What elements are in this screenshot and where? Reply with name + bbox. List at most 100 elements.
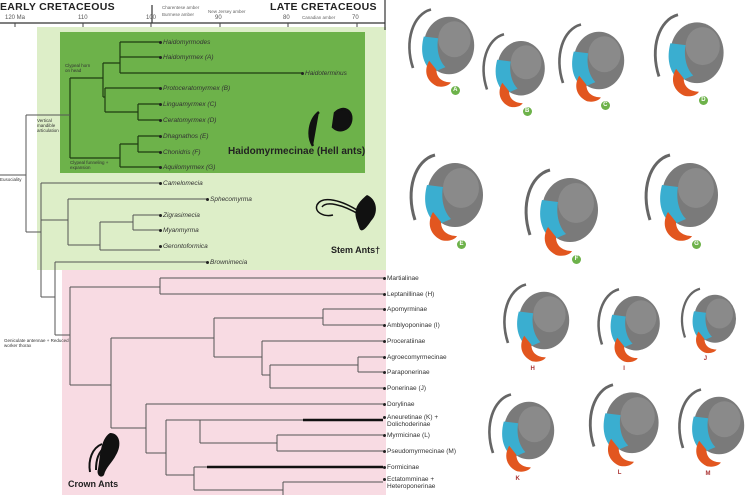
tick: 70	[352, 15, 359, 21]
tip-marker	[159, 119, 162, 122]
phylogenetic-tree	[0, 0, 386, 495]
ant-head-illustration	[588, 383, 659, 467]
tip-marker	[159, 166, 162, 169]
tip-marker	[383, 387, 386, 390]
ant-head-render	[490, 280, 580, 370]
tip-label: Linguamyrmex (C)	[163, 101, 217, 108]
ant-head-render	[475, 390, 565, 480]
tip-label: Martialinae	[387, 275, 419, 282]
tip-label: Leptanillinae (H)	[387, 291, 435, 298]
tip-marker	[383, 293, 386, 296]
head-label: E	[457, 240, 466, 249]
tip-marker	[159, 229, 162, 232]
ant-head-render	[395, 5, 485, 95]
tick: 120 Ma	[5, 15, 26, 21]
tip-marker	[383, 324, 386, 327]
ant-head-render	[545, 20, 635, 110]
tip-marker	[383, 308, 386, 311]
crown-ants-region	[62, 270, 386, 495]
tick: 100	[146, 15, 157, 21]
ant-head-render	[585, 285, 670, 370]
tip-label: Haidomyrmex (A)	[163, 54, 214, 61]
ant-head-illustration	[597, 288, 660, 363]
node-label-vertical-mandible: Vertical mandible articulation	[37, 118, 59, 133]
tip-marker	[159, 245, 162, 248]
tip-label: Brownimecia	[210, 259, 248, 266]
tip-marker	[383, 478, 386, 481]
head-label: H	[530, 365, 535, 372]
tip-marker	[383, 277, 386, 280]
ant-head-illustration	[482, 33, 545, 108]
tip-marker	[159, 56, 162, 59]
head-label: K	[515, 475, 520, 482]
ant-head-render	[670, 285, 745, 360]
tip-label: Ectatomminae + Heteroponerinae	[387, 476, 436, 490]
tip-label: Ponerinae (J)	[387, 385, 427, 392]
stratum-label: Burmese amber	[162, 12, 195, 17]
tip-label: Myanmyrma	[163, 227, 199, 234]
tip-label: Zigrasimecia	[163, 212, 200, 219]
tip-label: Amblyoponinae (I)	[387, 322, 440, 329]
ant-head-illustration	[488, 393, 555, 472]
tip-marker	[206, 261, 209, 264]
head-label: A	[450, 86, 460, 95]
era-late-cretaceous: LATE CRETACEOUS	[270, 1, 377, 13]
ant-head-render	[665, 385, 750, 475]
tip-label: Paraponerinae	[387, 369, 430, 376]
tick: 110	[78, 15, 88, 21]
crown-ant-silhouette-icon	[88, 433, 120, 477]
ant-head-illustration	[644, 153, 718, 241]
hell-ant-silhouette-icon	[308, 107, 353, 147]
tip-label: Pseudomyrmecinae (M)	[387, 448, 456, 455]
stem-ant-silhouette-icon	[315, 195, 376, 231]
tip-label: Haidoterminus	[305, 70, 347, 77]
head-label: L	[617, 470, 622, 477]
ant-head-render	[395, 150, 495, 250]
tip-marker	[383, 416, 386, 419]
tip-marker	[159, 214, 162, 217]
tip-marker	[159, 135, 162, 138]
stratum-label: New Jersey amber	[208, 9, 246, 14]
tip-marker	[159, 151, 162, 154]
ant-head-render	[630, 150, 730, 250]
tip-marker	[159, 182, 162, 185]
tip-label: Aquilomyrmex (G)	[163, 164, 216, 171]
group-label-hell-ants: Haidomyrmecinae (Hell ants)	[228, 146, 366, 157]
tip-marker	[206, 198, 209, 201]
tip-marker	[301, 72, 304, 75]
node-label-eusociality: Eusociality	[0, 177, 22, 182]
ant-head-illustration	[653, 13, 724, 97]
tip-label: Haidomyrmodes	[163, 39, 211, 46]
tip-label: Myrmicinae (L)	[387, 432, 430, 439]
tip-marker	[383, 371, 386, 374]
tip-label: Gerontoformica	[163, 243, 208, 250]
node-label-geniculate: Geniculate antennae + Reduced worker tho…	[4, 338, 69, 348]
tip-label: Aneuretinae (K) + Dolichoderinae	[387, 414, 439, 428]
era-early-cretaceous: EARLY CRETACEOUS	[0, 1, 115, 13]
ant-head-illustration	[503, 283, 570, 362]
head-label: M	[705, 470, 711, 477]
tip-label: Protoceratomyrmex (B)	[163, 85, 231, 92]
group-label-stem-ants: Stem Ants†	[331, 245, 381, 255]
tip-marker	[383, 450, 386, 453]
tip-label: Dorylinae	[387, 401, 415, 408]
head-label: D	[698, 95, 708, 105]
tip-marker	[383, 340, 386, 343]
head-label: G	[692, 240, 701, 249]
tip-marker	[383, 403, 386, 406]
stratum-label: Canadian amber	[302, 15, 336, 20]
tip-label: Chonidris (F)	[163, 149, 201, 156]
head-label: C	[600, 101, 610, 110]
node-label-clypeal-funneling: Clypeal funneling + expansion	[70, 160, 109, 170]
head-label: F	[572, 255, 581, 264]
tip-label: Sphecomyrma	[210, 196, 252, 203]
head-label: I	[623, 365, 625, 372]
tip-label: Apomyrminae	[387, 306, 428, 313]
head-label: J	[703, 356, 708, 363]
ant-head-illustration	[678, 388, 745, 467]
tick: 80	[283, 15, 290, 21]
tip-label: Formicinae	[387, 464, 420, 471]
ant-head-render	[470, 30, 555, 115]
tip-marker	[159, 41, 162, 44]
hell-ants-region	[60, 32, 365, 173]
